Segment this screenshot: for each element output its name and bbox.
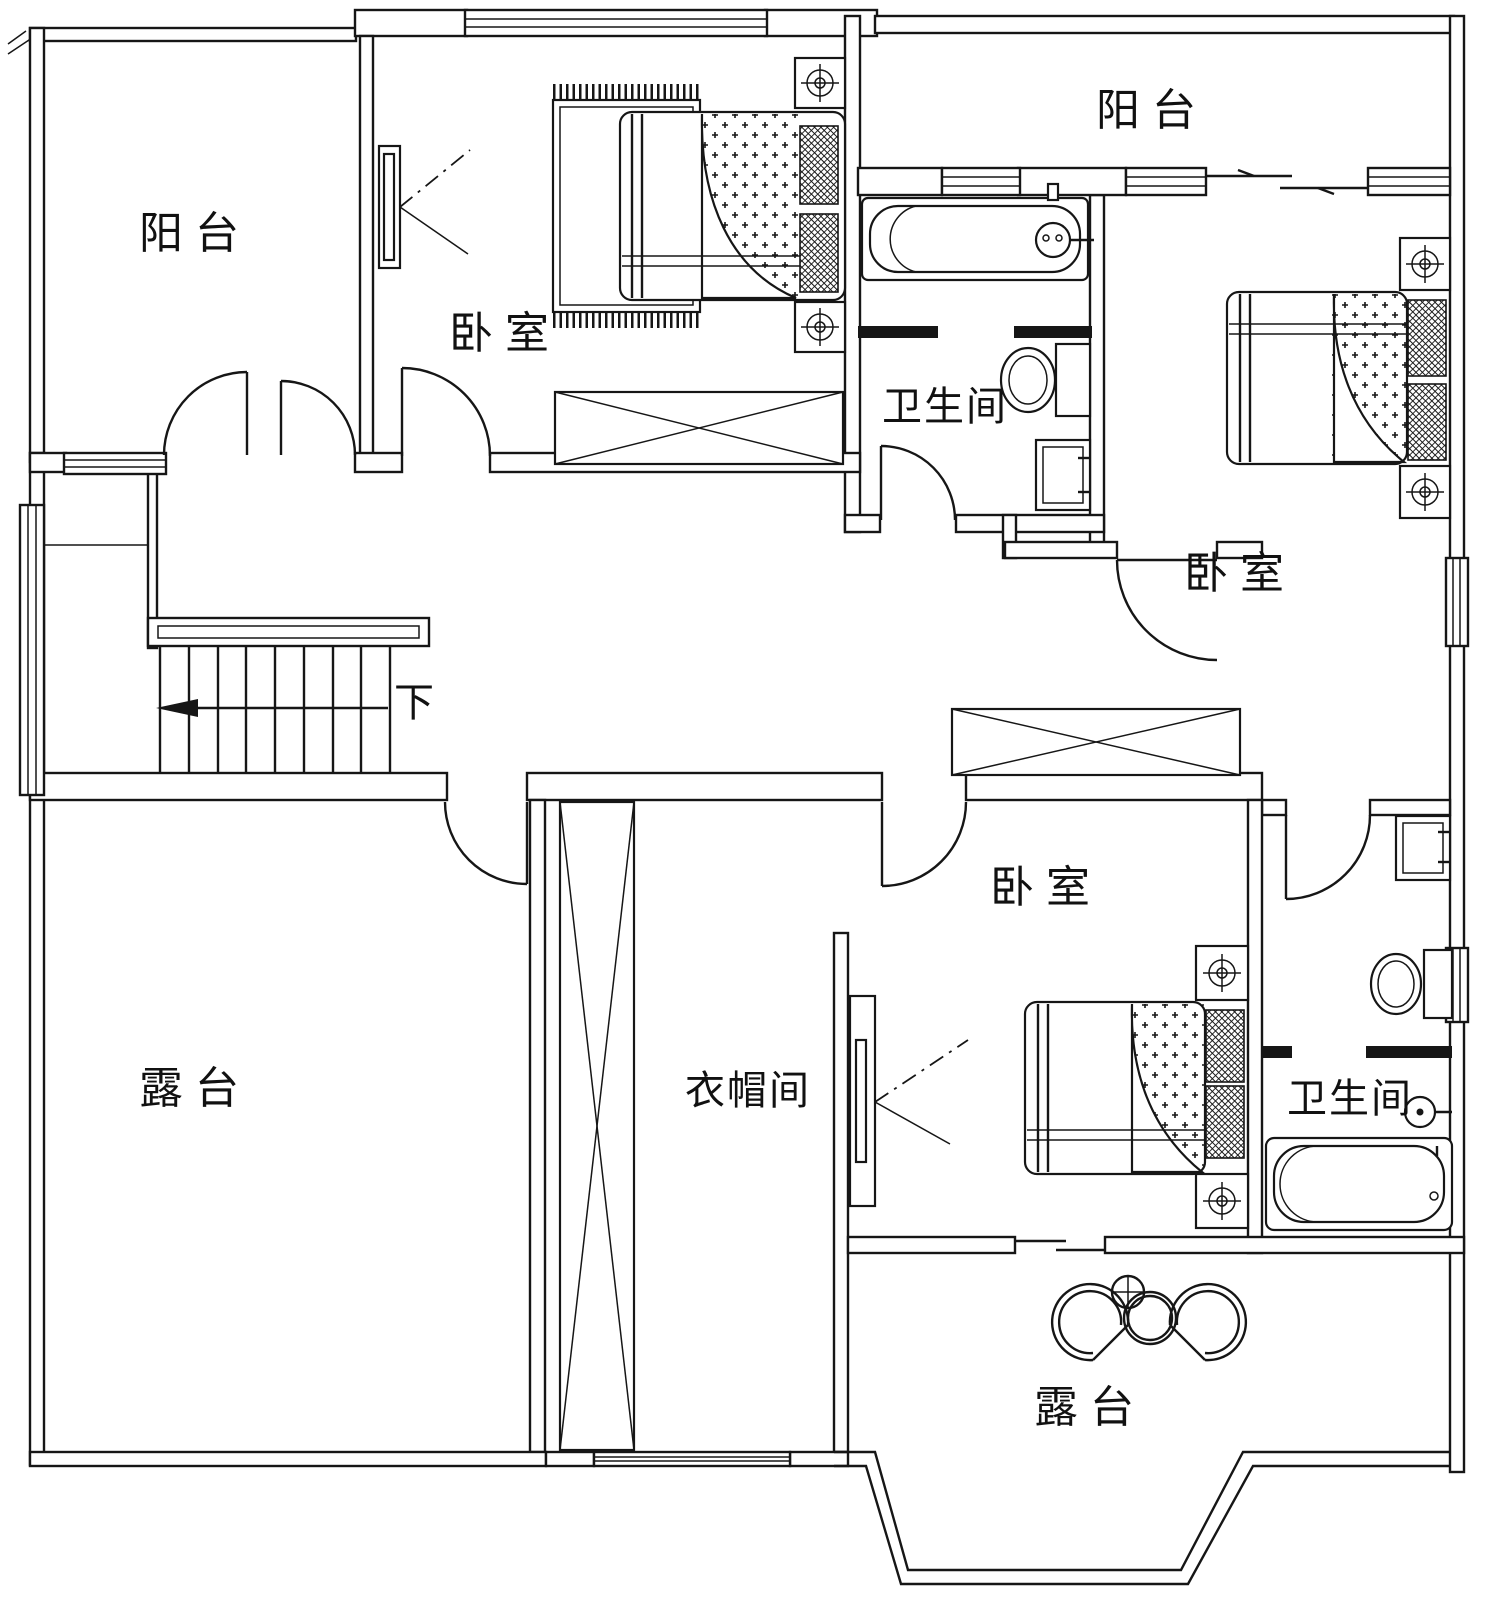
label-cloakroom: 衣帽间 bbox=[685, 1069, 811, 1113]
window-bathroom-top bbox=[940, 166, 1022, 197]
tv-stand-bottom-bedroom bbox=[848, 994, 969, 1208]
toilet-bottom bbox=[1369, 948, 1454, 1020]
label-bedroom-top: 卧室 bbox=[449, 309, 561, 358]
patio-chair bbox=[1050, 1282, 1130, 1362]
window-balcony-left-south bbox=[62, 451, 168, 476]
doors bbox=[162, 366, 1372, 901]
wardrobe-cloakroom bbox=[558, 800, 636, 1452]
nightstand bbox=[1398, 236, 1452, 292]
sink-bottom bbox=[1394, 814, 1452, 882]
patio-table bbox=[1110, 1274, 1178, 1346]
terrace-bay-outer-wall bbox=[834, 1464, 1450, 1586]
bathtub-bottom bbox=[1264, 1136, 1454, 1232]
label-stairs-down: 下 bbox=[394, 681, 436, 725]
sink-top bbox=[1034, 438, 1092, 512]
nightstand bbox=[1194, 944, 1250, 1002]
wardrobe-top-bedroom bbox=[553, 390, 845, 466]
nightstand bbox=[1194, 1172, 1250, 1230]
windows bbox=[18, 8, 1470, 1468]
bed-right-bedroom bbox=[1225, 290, 1447, 466]
window-top-bedroom bbox=[463, 8, 769, 38]
window-right-wall-upper bbox=[1444, 556, 1470, 648]
stair-treads bbox=[158, 646, 392, 772]
door-bathroom-bottom bbox=[1284, 814, 1372, 901]
nightstand bbox=[793, 300, 847, 354]
nightstand bbox=[793, 56, 847, 110]
bathtub-top bbox=[860, 182, 1094, 282]
window-balcony-right-2 bbox=[1366, 166, 1452, 197]
window-cloakroom-south bbox=[592, 1450, 792, 1468]
nightstand bbox=[1398, 464, 1452, 520]
label-bathroom-top: 卫生间 bbox=[882, 385, 1008, 429]
door-bathroom-top bbox=[879, 444, 957, 521]
label-terrace-bottom: 露台 bbox=[1034, 1383, 1146, 1432]
bed-top-bedroom bbox=[618, 110, 847, 302]
window-left-wall bbox=[18, 503, 46, 797]
terrace-bay-inner-wall bbox=[834, 1450, 1450, 1572]
label-balcony-top-right: 阳台 bbox=[1096, 86, 1208, 135]
label-balcony-top-left: 阳台 bbox=[139, 209, 251, 258]
label-terrace-left: 露台 bbox=[139, 1064, 251, 1113]
wardrobe-right-bedroom bbox=[950, 707, 1242, 777]
door-bedroom-bottom bbox=[880, 801, 968, 888]
tv-stand-top-bedroom bbox=[377, 144, 471, 270]
sliding-door-bedroom-bottom bbox=[1015, 1239, 1105, 1252]
label-bedroom-right: 卧室 bbox=[1184, 549, 1296, 598]
labels: 阳台 卧室 阳台 卫生间 卧室 下 露台 衣帽间 卧室 卫生间 露台 bbox=[139, 86, 1413, 1432]
double-door-balcony-left bbox=[162, 370, 357, 456]
sliding-door-balcony-right bbox=[1206, 168, 1368, 196]
shower-mixer bbox=[1403, 1095, 1452, 1129]
toilet-top bbox=[999, 342, 1092, 418]
door-bedroom-top bbox=[400, 366, 492, 457]
furniture bbox=[377, 56, 1454, 1452]
label-bedroom-bottom: 卧室 bbox=[990, 863, 1102, 912]
walls bbox=[7, 8, 1466, 1586]
bed-bottom-bedroom bbox=[1023, 1000, 1245, 1176]
stair-direction-arrow bbox=[156, 699, 388, 717]
label-bathroom-bottom: 卫生间 bbox=[1287, 1077, 1413, 1121]
window-balcony-right-1 bbox=[1124, 166, 1208, 197]
staircase bbox=[146, 616, 431, 772]
door-bedroom-right bbox=[1115, 558, 1218, 662]
patio-chair bbox=[1168, 1282, 1248, 1362]
door-terrace-left bbox=[443, 801, 529, 886]
